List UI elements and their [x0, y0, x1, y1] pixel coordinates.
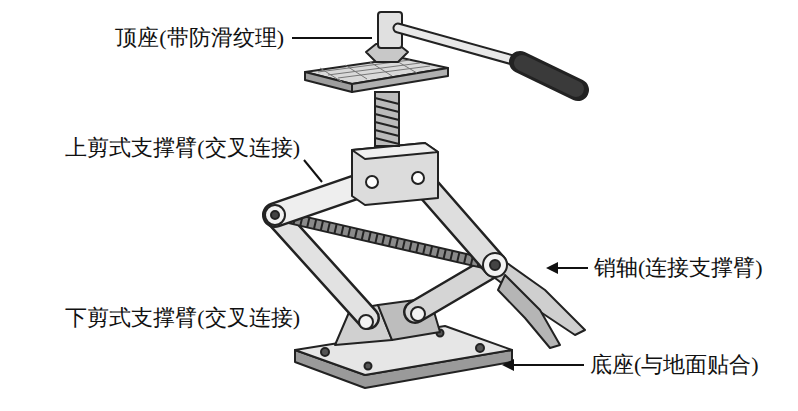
callout-label: 底座(与地面贴合): [590, 352, 759, 378]
callout-label: 顶座(带防滑纹理): [115, 25, 284, 51]
callout-label: 销轴(连接支撑臂): [594, 255, 763, 281]
callout-label: 下剪式支撑臂(交叉连接): [65, 305, 300, 331]
callout-label: 上剪式支撑臂(交叉连接): [65, 135, 300, 161]
